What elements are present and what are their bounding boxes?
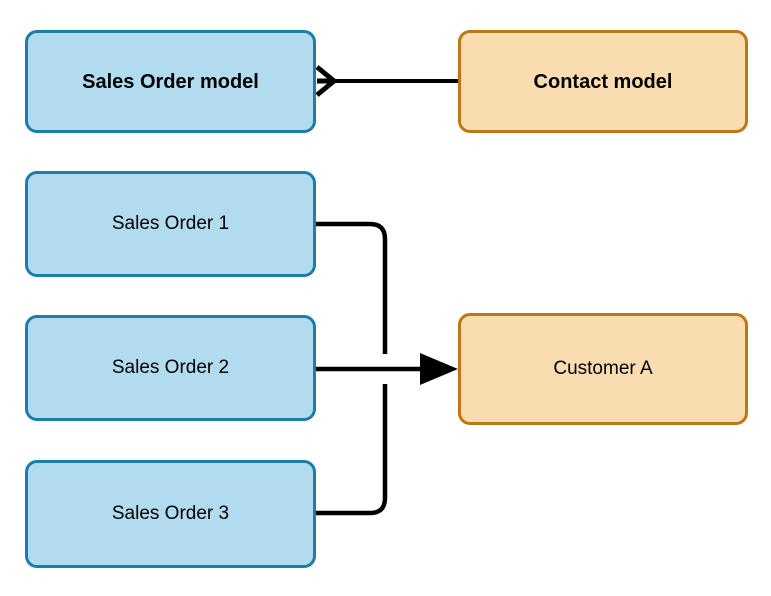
node-label-contact-model: Contact model xyxy=(533,70,673,93)
node-sales-order-3[interactable]: Sales Order 3 xyxy=(25,460,316,568)
node-customer-a[interactable]: Customer A xyxy=(458,313,748,425)
node-sales-order-model[interactable]: Sales Order model xyxy=(25,30,316,133)
node-sales-order-2[interactable]: Sales Order 2 xyxy=(25,315,316,421)
node-label-sales-order-2: Sales Order 2 xyxy=(111,356,230,378)
node-label-customer-a: Customer A xyxy=(553,357,653,379)
node-label-sales-order-model: Sales Order model xyxy=(82,70,259,93)
edge-order3-to-customer xyxy=(316,384,388,516)
node-label-sales-order-3: Sales Order 3 xyxy=(111,502,230,524)
arrowhead-to-customer xyxy=(420,353,458,385)
node-label-sales-order-1: Sales Order 1 xyxy=(111,212,230,234)
edge-model-relationship xyxy=(315,65,458,97)
node-sales-order-1[interactable]: Sales Order 1 xyxy=(25,171,316,277)
edge-order1-to-customer xyxy=(316,221,388,354)
node-contact-model[interactable]: Contact model xyxy=(458,30,748,133)
